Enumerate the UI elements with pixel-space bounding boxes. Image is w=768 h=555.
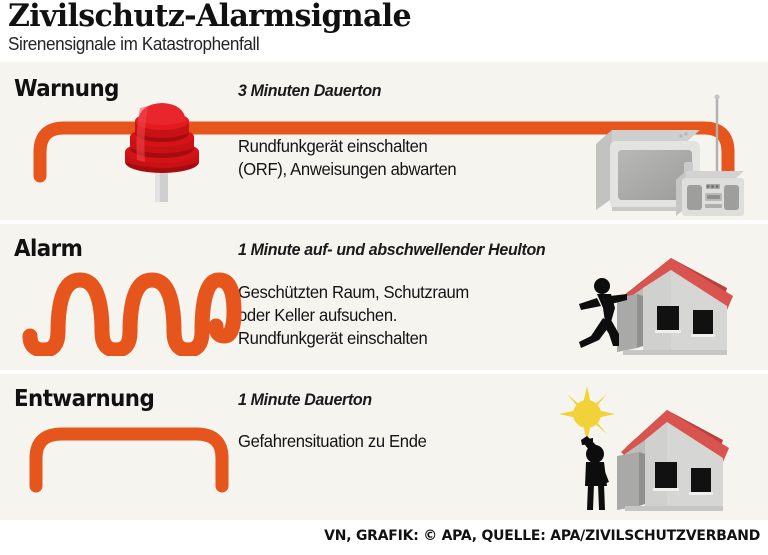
section-warnung: Warnung 3 Minuten Dauerton Rundfunkgerät… bbox=[0, 62, 768, 220]
header: Zivilschutz-Alarmsignale Sirenensignale … bbox=[0, 0, 768, 58]
section-body-entwarnung: Gefahrensituation zu Ende bbox=[238, 431, 427, 451]
footer-credit: VN, GRAFIK: © APA, QUELLE: APA/ZIVILSCHU… bbox=[324, 528, 760, 544]
divider-warnung-alarm bbox=[0, 220, 768, 224]
television-and-radio-illustration bbox=[596, 94, 744, 216]
divider-alarm-entwarnung bbox=[0, 370, 768, 374]
signal-curve-entwarnung bbox=[29, 427, 229, 493]
section-body-warnung: Rundfunkgerät einschalten (ORF), Anweisu… bbox=[238, 136, 457, 179]
section-title-entwarnung: Entwarnung bbox=[14, 386, 155, 412]
divider-header bbox=[0, 58, 768, 62]
section-subtitle-warnung: 3 Minuten Dauerton bbox=[238, 81, 382, 100]
siren-icon bbox=[125, 103, 199, 202]
section-subtitle-entwarnung: 1 Minute Dauerton bbox=[238, 390, 372, 409]
signal-curve-warnung bbox=[33, 121, 735, 183]
footer: VN, GRAFIK: © APA, QUELLE: APA/ZIVILSCHU… bbox=[0, 525, 768, 555]
house-with-running-person-illustration bbox=[579, 258, 733, 355]
page-title: Zivilschutz-Alarmsignale bbox=[8, 0, 412, 34]
divider-footer bbox=[0, 520, 768, 525]
house-with-sun-and-person-illustration bbox=[559, 386, 729, 511]
section-title-alarm: Alarm bbox=[14, 236, 83, 262]
standing-person-icon bbox=[581, 436, 609, 510]
running-person-icon bbox=[579, 278, 627, 348]
section-subtitle-alarm: 1 Minute auf- und abschwellender Heulton bbox=[238, 240, 546, 259]
signal-curve-alarm bbox=[22, 272, 242, 356]
page-subtitle: Sirenensignale im Katastrophenfall bbox=[8, 34, 260, 54]
section-entwarnung: Entwarnung 1 Minute Dauerton Gefahrensit… bbox=[0, 374, 768, 520]
section-body-alarm: Geschützten Raum, Schutzraum oder Keller… bbox=[238, 282, 469, 348]
section-title-warnung: Warnung bbox=[14, 76, 119, 102]
section-alarm: Alarm 1 Minute auf- und abschwellender H… bbox=[0, 224, 768, 370]
sun-icon bbox=[559, 386, 615, 442]
